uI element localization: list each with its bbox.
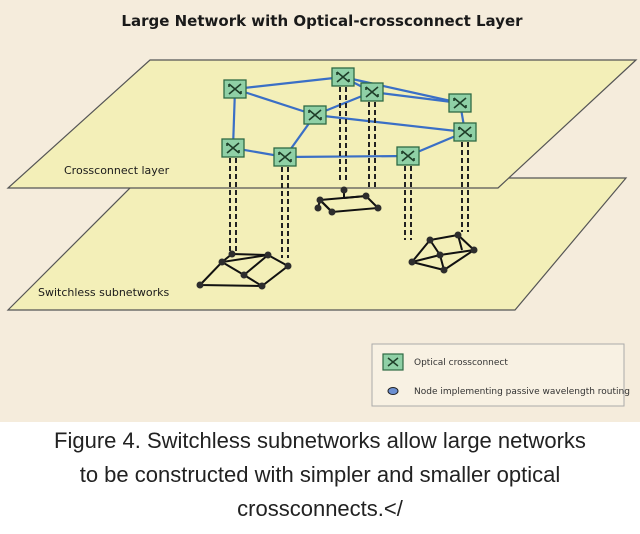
passive-node	[196, 281, 204, 289]
passive-node	[316, 196, 324, 204]
legend: Optical crossconnect Node implementing p…	[371, 343, 630, 407]
subnetwork-center	[314, 186, 382, 216]
passive-node	[284, 262, 292, 270]
passive-node	[314, 204, 322, 212]
passive-node	[264, 251, 272, 259]
optical-crossconnect-icon	[331, 67, 355, 87]
crossconnect-plane-label: Crossconnect layer	[64, 164, 170, 177]
crossconnect-nodes	[221, 67, 477, 167]
legend-crossconnect-label: Optical crossconnect	[414, 358, 508, 368]
passive-node	[340, 186, 348, 194]
passive-node	[454, 231, 462, 239]
passive-node	[374, 204, 382, 212]
optical-crossconnect-icon	[223, 79, 247, 99]
optical-crossconnect-icon	[273, 147, 297, 167]
passive-node	[436, 251, 444, 259]
legend-node-label: Node implementing passive wavelength rou…	[414, 387, 630, 397]
figure-caption: Figure 4. Switchless subnetworks allow l…	[0, 424, 640, 526]
passive-node	[440, 266, 448, 274]
subnetwork-right	[408, 231, 478, 274]
legend-crossconnect-icon	[382, 353, 404, 371]
vertical-connections	[229, 87, 469, 258]
optical-crossconnect-icon	[360, 82, 384, 102]
passive-node	[362, 192, 370, 200]
network-diagram: Large Network with Optical-crossconnect …	[0, 0, 640, 422]
passive-node	[218, 258, 226, 266]
passive-node	[328, 208, 336, 216]
optical-crossconnect-icon	[396, 146, 420, 166]
passive-node	[426, 236, 434, 244]
optical-crossconnect-icon	[303, 105, 327, 125]
optical-crossconnect-icon	[221, 138, 245, 158]
passive-node	[240, 271, 248, 279]
passive-node	[470, 246, 478, 254]
passive-node	[258, 282, 266, 290]
diagram-canvas: Large Network with Optical-crossconnect …	[6, 12, 638, 407]
optical-crossconnect-icon	[453, 122, 477, 142]
passive-node	[228, 250, 236, 258]
optical-crossconnect-icon	[448, 93, 472, 113]
switchless-plane-label: Switchless subnetworks	[38, 286, 170, 299]
caption-line-2: to be constructed with simpler and small…	[79, 462, 561, 487]
legend-node-icon	[387, 387, 399, 395]
caption-line-1: Figure 4. Switchless subnetworks allow l…	[54, 428, 586, 453]
caption-line-3: crossconnects.</	[237, 496, 403, 521]
subnetwork-left	[196, 250, 292, 290]
diagram-title: Large Network with Optical-crossconnect …	[121, 12, 523, 30]
passive-node	[408, 258, 416, 266]
